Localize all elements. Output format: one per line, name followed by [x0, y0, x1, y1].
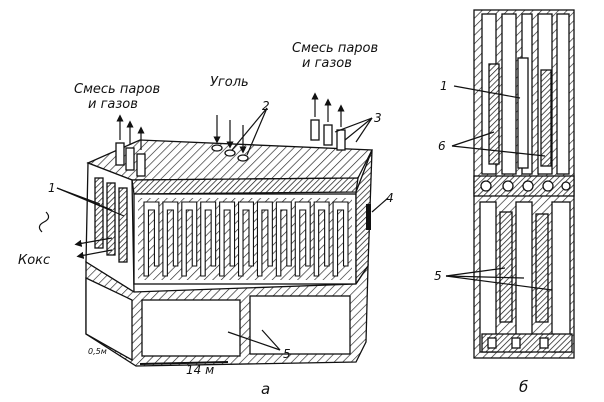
heating-flue-coil: [294, 201, 311, 277]
roof-band: [131, 177, 359, 195]
upper-flues: [481, 13, 570, 175]
heating-flue-coil: [219, 201, 236, 277]
labels: Смесь паров и газов Смесь паров и газов …: [18, 41, 528, 398]
heating-flue-coil: [275, 201, 292, 277]
label-num-5-b: 5: [434, 269, 442, 283]
heating-flues: [138, 198, 352, 280]
label-coke: Кокс: [18, 253, 50, 268]
label-gas-left-line1: Смесь паров: [74, 82, 160, 97]
regenerator-chamber-left: [141, 299, 241, 357]
regenerator-chamber-right: [249, 295, 351, 355]
coke-arrows: [38, 211, 113, 259]
heating-flue-coil: [256, 201, 273, 277]
heating-flue-coil: [332, 201, 349, 277]
heating-flue-coil: [313, 201, 330, 277]
label-num-1-b: 1: [440, 79, 448, 93]
leader-lines-b: [445, 85, 553, 291]
heating-flue-coil: [181, 201, 198, 277]
heating-flue-coil: [200, 201, 217, 277]
label-num-6: 6: [438, 139, 446, 153]
label-num-2: 2: [262, 99, 270, 113]
label-gas-left-line2: и газов: [88, 97, 138, 112]
heating-flue-coil: [143, 201, 160, 277]
battery-view-a: [38, 92, 389, 367]
label-num-1-a: 1: [48, 181, 56, 195]
heating-flue-coil: [162, 201, 179, 277]
label-num-5-a: 5: [283, 347, 291, 361]
port-row: [473, 175, 575, 197]
label-gas-right-line1: Смесь паров: [292, 41, 378, 56]
caption-b: б: [519, 378, 528, 396]
heating-flue-coil: [237, 201, 255, 277]
door-4: [366, 204, 371, 230]
scale-label-small: 0,5м: [88, 347, 107, 356]
label-num-3: 3: [374, 111, 382, 125]
scale-label-big: 14 м: [186, 363, 214, 377]
label-coal: Уголь: [210, 75, 249, 90]
base-left-face: [85, 276, 133, 362]
label-num-4: 4: [386, 191, 394, 205]
standpipes-right: [310, 92, 346, 151]
coke-outlets: [94, 177, 128, 263]
section-view-b: [445, 9, 575, 359]
label-gas-right-line2: и газов: [302, 56, 352, 71]
scale-bar: [139, 361, 229, 365]
leader-lines-a: [56, 107, 389, 351]
caption-a: а: [261, 380, 270, 398]
standpipes-left: [115, 114, 146, 177]
